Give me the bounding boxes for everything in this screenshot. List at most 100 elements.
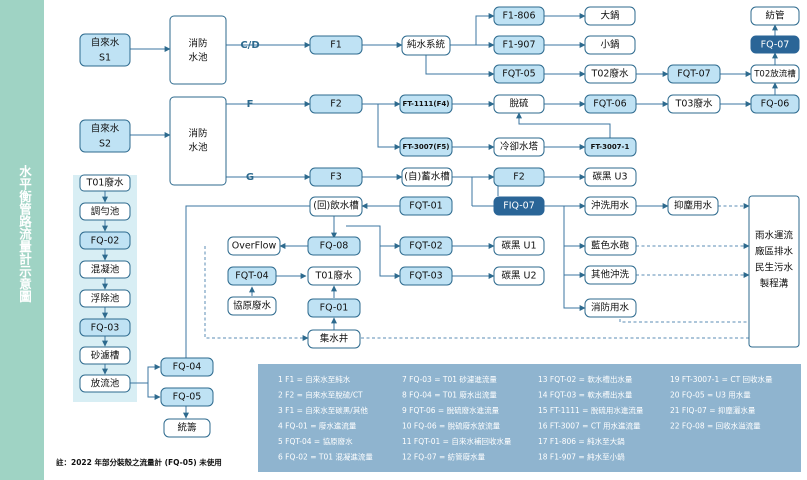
svg-text:(回)飲水槽: (回)飲水槽 bbox=[313, 200, 359, 212]
svg-text:消防: 消防 bbox=[188, 128, 208, 140]
legend-item: 9 FQT-06 = 脫硫廢水進流量 bbox=[402, 405, 500, 415]
small-pot bbox=[584, 35, 636, 55]
flotation-pool bbox=[79, 289, 131, 308]
cooling-tower bbox=[493, 137, 545, 157]
sump bbox=[307, 329, 361, 349]
tap-water-s1 bbox=[79, 33, 131, 67]
legend-item: 6 FQ-02 = T01 混凝進流量 bbox=[278, 452, 373, 462]
carbon-u1 bbox=[493, 236, 545, 256]
svg-text:F3: F3 bbox=[330, 172, 342, 183]
svg-text:純水系統: 純水系統 bbox=[407, 39, 446, 51]
svg-text:消防用水: 消防用水 bbox=[591, 302, 630, 314]
meter-ft3007-1 bbox=[584, 137, 637, 157]
carbon-u3 bbox=[584, 167, 637, 187]
svg-text:FQT-06: FQT-06 bbox=[593, 99, 626, 110]
legend-item: 18 F1-907 = 純水至小鍋 bbox=[538, 452, 625, 462]
meter-fq03 bbox=[79, 318, 131, 337]
coagulation-pool bbox=[79, 260, 131, 279]
svg-text:統籌: 統籌 bbox=[177, 422, 197, 434]
svg-text:FQ-07: FQ-07 bbox=[761, 40, 790, 51]
legend-panel bbox=[258, 364, 801, 472]
legend-item: 20 FQ-05 = U3 用水量 bbox=[670, 390, 751, 400]
svg-text:F1: F1 bbox=[330, 40, 342, 51]
svg-text:FQT-03: FQT-03 bbox=[409, 271, 442, 282]
t02-discharge-tank bbox=[750, 64, 800, 84]
t02-wastewater bbox=[584, 64, 637, 84]
t03-wastewater bbox=[667, 94, 721, 114]
legend-item: 16 FT-3007 = CT 用水進流量 bbox=[538, 421, 641, 431]
svg-text:FQ-01: FQ-01 bbox=[320, 303, 349, 314]
svg-text:F1-806: F1-806 bbox=[502, 11, 535, 22]
legend-item: 4 FQ-01 = 廢水進流量 bbox=[278, 421, 357, 431]
svg-text:其他沖洗: 其他沖洗 bbox=[591, 269, 630, 281]
svg-text:紡管: 紡管 bbox=[765, 10, 784, 22]
svg-text:T01廢水: T01廢水 bbox=[86, 177, 124, 189]
fire-water bbox=[584, 298, 637, 318]
svg-text:廠區排水: 廠區排水 bbox=[755, 246, 794, 258]
svg-text:製程溝: 製程溝 bbox=[760, 278, 789, 290]
svg-text:雨水運流: 雨水運流 bbox=[755, 230, 794, 242]
svg-text:砂濾槽: 砂濾槽 bbox=[91, 350, 120, 362]
connectors bbox=[102, 13, 778, 419]
svg-text:FQT-04: FQT-04 bbox=[235, 271, 268, 282]
t01-wastewater-2 bbox=[307, 266, 361, 286]
svg-text:FQ-06: FQ-06 bbox=[761, 99, 790, 110]
big-pot bbox=[584, 6, 636, 26]
legend-item: 15 FT-1111 = 脫硫用水進流量 bbox=[538, 405, 644, 415]
svg-text:FIQ-07: FIQ-07 bbox=[503, 201, 535, 212]
svg-text:集水井: 集水井 bbox=[320, 333, 349, 345]
legend-item: 7 FQ-03 = T01 砂濾進流量 bbox=[402, 374, 497, 384]
pure-water-system bbox=[401, 35, 451, 56]
meter-f1-806 bbox=[493, 6, 545, 26]
discharge-pool bbox=[79, 374, 131, 393]
svg-text:自來水: 自來水 bbox=[91, 123, 120, 135]
svg-text:F1-907: F1-907 bbox=[502, 40, 535, 51]
legend-item: 21 FIQ-07 = 抑塵灑水量 bbox=[670, 405, 756, 415]
svg-text:S2: S2 bbox=[99, 139, 111, 150]
legend-item: 13 FQT-02 = 軟水槽出水量 bbox=[538, 374, 633, 384]
svg-text:協原廢水: 協原廢水 bbox=[233, 300, 272, 312]
dust-suppression-water bbox=[667, 196, 719, 216]
svg-text:T02廢水: T02廢水 bbox=[591, 68, 629, 80]
svg-text:T02放流槽: T02放流槽 bbox=[753, 69, 796, 80]
svg-text:FQ-03: FQ-03 bbox=[91, 323, 120, 334]
meter-fq07 bbox=[750, 35, 800, 54]
other-flush bbox=[584, 265, 637, 285]
svg-text:FQT-07: FQT-07 bbox=[677, 69, 710, 80]
line-cd-label: C/D bbox=[240, 40, 259, 51]
flush-water bbox=[584, 196, 637, 216]
meter-fqt05 bbox=[493, 64, 545, 84]
side-title: 水平衡管路流量計示意圖 bbox=[17, 165, 32, 303]
legend-item: 12 FQ-07 = 紡管廢水量 bbox=[402, 452, 486, 462]
svg-text:S1: S1 bbox=[99, 53, 111, 64]
svg-text:碳黑 U1: 碳黑 U1 bbox=[501, 240, 536, 252]
meter-fq08 bbox=[307, 236, 361, 256]
svg-text:FQ-04: FQ-04 bbox=[173, 362, 202, 373]
drainage-box bbox=[748, 195, 800, 348]
svg-text:藍色水砲: 藍色水砲 bbox=[591, 240, 630, 252]
svg-text:FQT-01: FQT-01 bbox=[409, 201, 442, 212]
legend-item: 8 FQ-04 = T01 廢水出流量 bbox=[402, 390, 497, 400]
meter-fqt04 bbox=[227, 266, 277, 286]
svg-text:浮除池: 浮除池 bbox=[91, 293, 120, 305]
svg-text:碳黑 U3: 碳黑 U3 bbox=[592, 171, 627, 183]
svg-text:調勻池: 調勻池 bbox=[91, 206, 120, 218]
legend-item: 17 F1-806 = 純水至大鍋 bbox=[538, 436, 625, 446]
svg-text:F2: F2 bbox=[330, 99, 342, 110]
svg-text:FT-1111(F4): FT-1111(F4) bbox=[403, 100, 450, 108]
sand-filter bbox=[79, 346, 131, 365]
svg-text:FQ-08: FQ-08 bbox=[320, 241, 349, 252]
meter-fq06 bbox=[750, 94, 800, 114]
svg-text:OverFlow: OverFlow bbox=[232, 241, 277, 252]
footnote: 註：2022 年部分裝殼之流量計 (FQ-05) 未使用 bbox=[56, 457, 222, 467]
legend-item: 1 F1 = 自來水至純水 bbox=[278, 374, 351, 384]
svg-text:F2: F2 bbox=[513, 172, 525, 183]
svg-text:水池: 水池 bbox=[188, 52, 208, 64]
carbon-u2 bbox=[493, 266, 545, 286]
adjust-pool bbox=[79, 202, 131, 221]
svg-text:(自)蓄水槽: (自)蓄水槽 bbox=[404, 171, 450, 183]
spin-tube bbox=[750, 6, 800, 26]
desulfurization bbox=[493, 94, 545, 114]
meter-f1-907 bbox=[493, 35, 545, 55]
